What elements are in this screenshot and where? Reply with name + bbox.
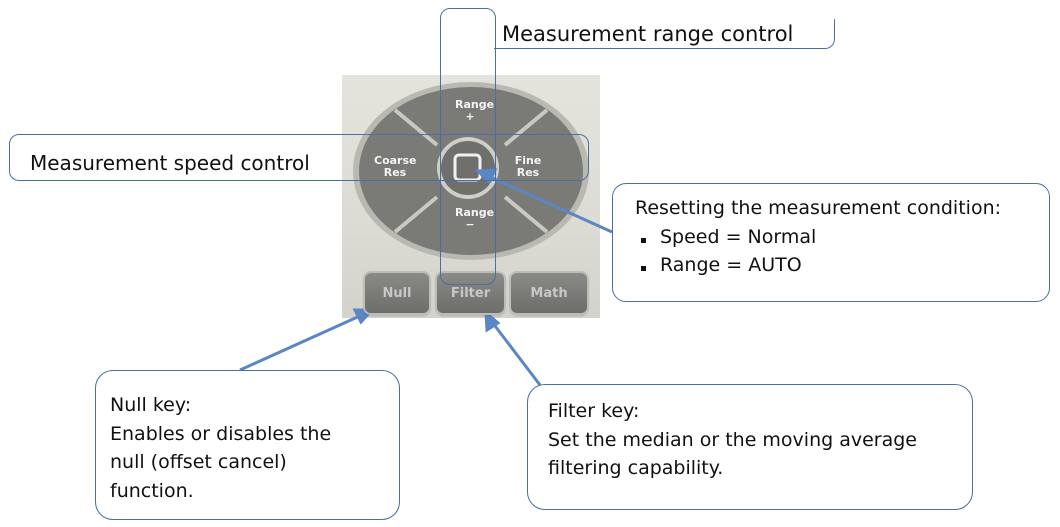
bullet-icon <box>641 237 646 243</box>
filter-arrow-head <box>484 309 501 333</box>
speed-highlight-box <box>9 134 589 181</box>
null-callout-line: function. <box>110 479 194 502</box>
keypad-gap <box>503 108 549 147</box>
math-key[interactable]: Math <box>511 273 587 313</box>
null-callout: Null key: Enables or disables the null (… <box>95 370 400 520</box>
filter-callout-line: Set the median or the moving average <box>548 428 917 451</box>
range-callout: Measurement range control <box>494 19 835 49</box>
keypad-gap <box>393 108 439 147</box>
range-highlight-box <box>440 8 496 285</box>
reset-item-range-text: Range = AUTO <box>660 254 802 276</box>
reset-callout-title: Resetting the measurement condition: <box>635 197 1002 219</box>
range-callout-text: Measurement range control <box>502 22 794 46</box>
null-callout-line: Null key: <box>110 394 192 416</box>
null-key[interactable]: Null <box>365 273 429 313</box>
null-callout-line: Enables or disables the <box>110 422 332 445</box>
keypad-gap <box>503 195 549 234</box>
bullet-icon <box>641 266 646 271</box>
reset-item-range: Range = AUTO <box>635 251 1049 280</box>
null-callout-line: null (offset cancel) <box>110 451 287 473</box>
reset-arrow-head <box>474 168 498 185</box>
null-arrow-head <box>352 308 376 325</box>
reset-item-speed-text: Speed = Normal <box>660 225 817 248</box>
fine-res-key[interactable]: Fine Res <box>514 154 542 179</box>
center-reset-button[interactable] <box>441 141 495 195</box>
filter-callout: Filter key: Set the median or the moving… <box>527 384 973 510</box>
reset-callout: Resetting the measurement condition: Spe… <box>612 183 1050 302</box>
reset-arrow <box>487 174 613 234</box>
coarse-res-key[interactable]: Coarse Res <box>374 154 417 179</box>
null-arrow <box>239 313 363 372</box>
speed-callout-text: Measurement speed control <box>26 151 314 175</box>
reset-item-speed: Speed = Normal <box>635 223 1049 252</box>
range-up-key[interactable]: Range + <box>455 98 495 123</box>
filter-callout-line: Filter key: <box>548 400 640 422</box>
filter-arrow <box>490 321 542 386</box>
range-down-key[interactable]: Range − <box>455 206 495 231</box>
keypad-gap <box>393 195 439 234</box>
filter-callout-line: filtering capability. <box>548 457 724 479</box>
